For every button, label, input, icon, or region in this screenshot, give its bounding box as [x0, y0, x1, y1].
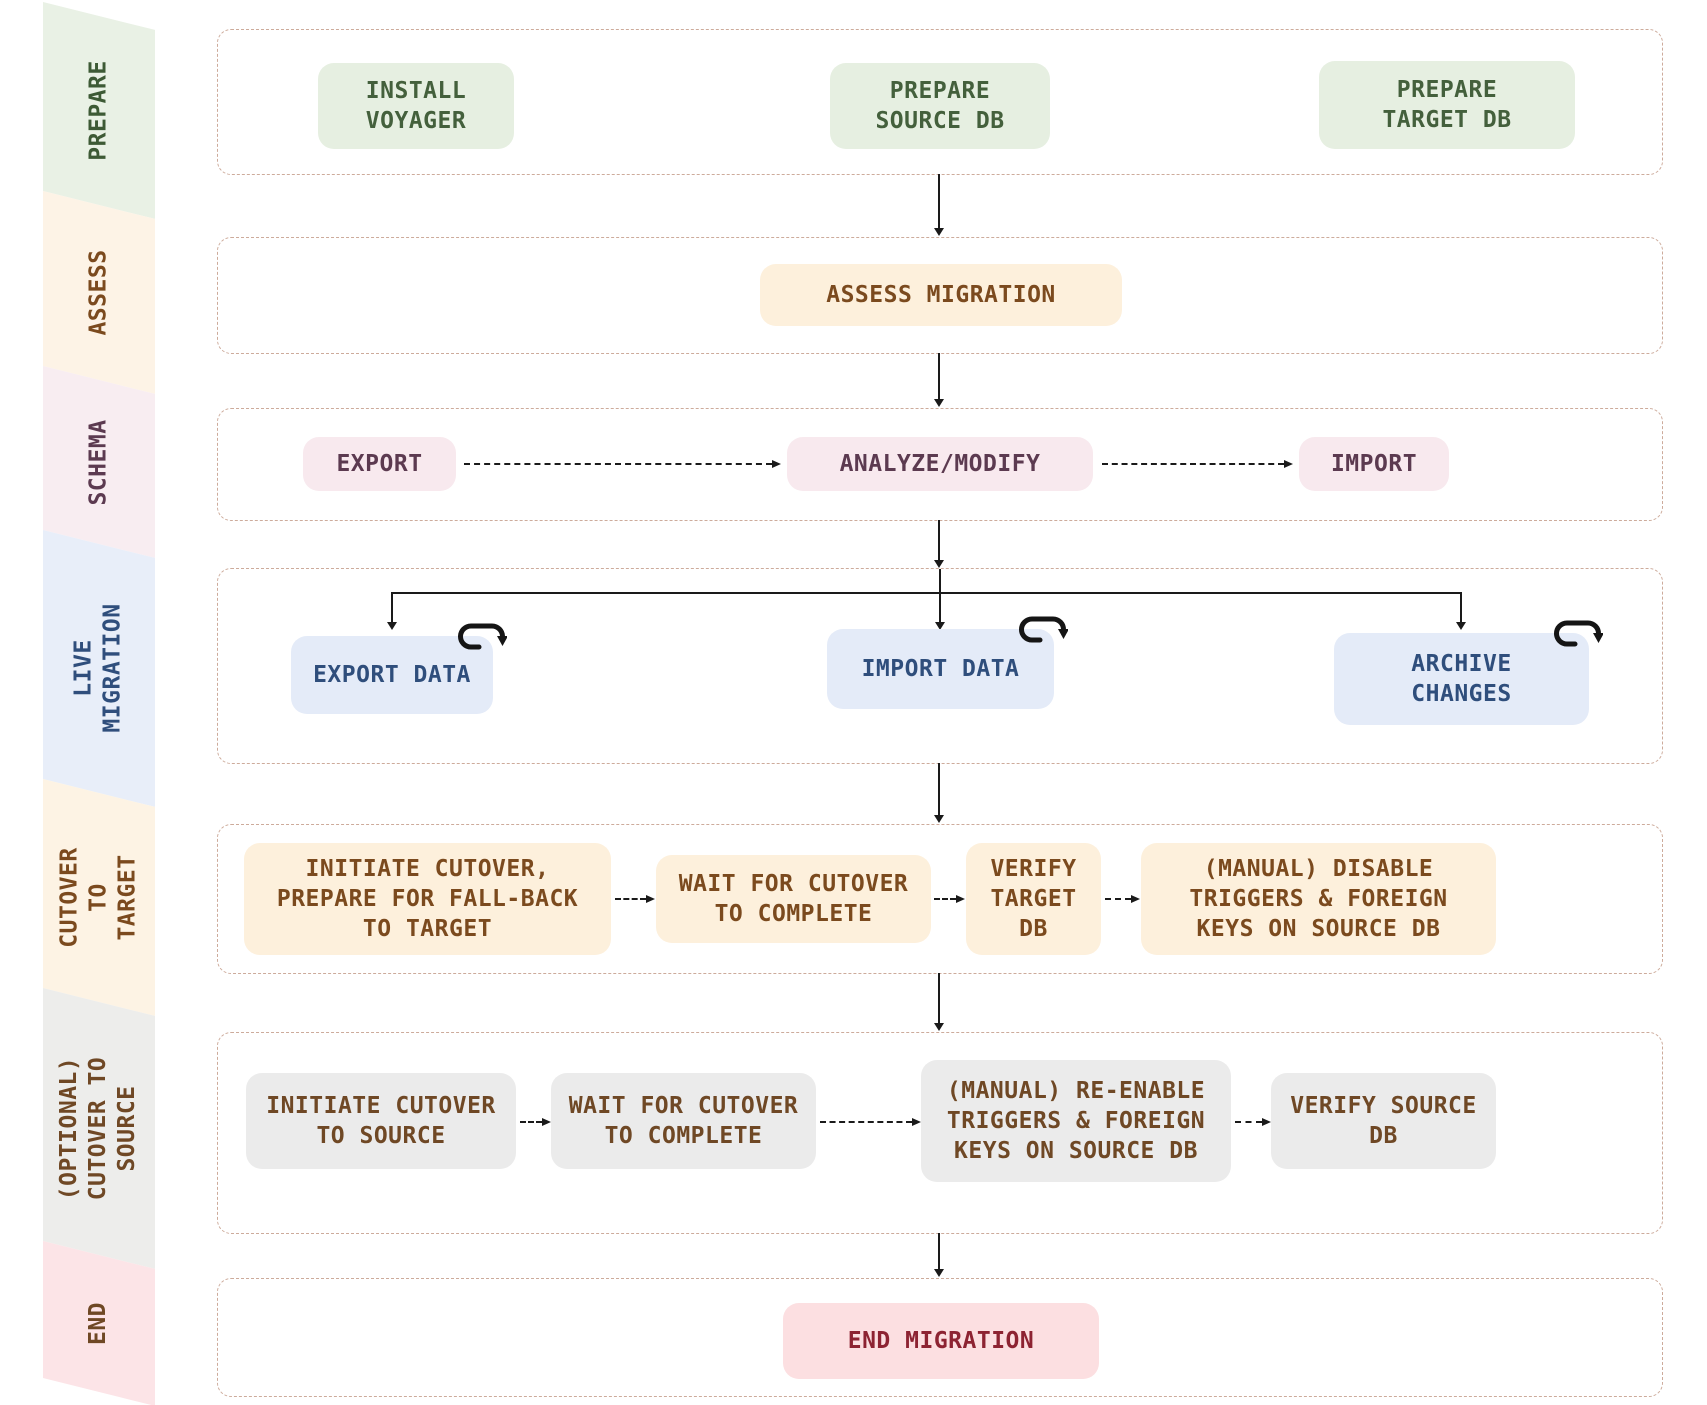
step-import-data: IMPORT DATA [827, 616, 1068, 709]
step-initiate-cutover-source: INITIATE CUTOVER TO SOURCE [246, 1073, 516, 1169]
step-prepare-target-db: PREPARE TARGET DB [1319, 61, 1575, 149]
phase-row-cutover-to-source: INITIATE CUTOVER TO SOURCE WAIT FOR CUTO… [217, 1032, 1663, 1234]
repeat-icon [458, 623, 507, 650]
flow-arrow-schema-to-live [934, 520, 944, 568]
step-archive-changes: ARCHIVE CHANGES [1334, 620, 1603, 725]
step-prepare-source-db: PREPARE SOURCE DB [830, 63, 1050, 149]
step-install-voyager: INSTALL VOYAGER [318, 63, 514, 149]
step-export-data: EXPORT DATA [291, 623, 507, 714]
step-reenable-triggers-source-db: (MANUAL) RE-ENABLE TRIGGERS & FOREIGN KE… [921, 1060, 1231, 1182]
step-end-migration: END MIGRATION [783, 1303, 1099, 1379]
branch-arrow-archive-changes [1456, 592, 1466, 630]
phase-row-cutover-to-target: INITIATE CUTOVER, PREPARE FOR FALL-BACK … [217, 824, 1663, 974]
flow-arrow-assess-to-schema [934, 353, 944, 407]
step-wait-cutover-source: WAIT FOR CUTOVER TO COMPLETE [551, 1073, 816, 1169]
repeat-icon [1554, 620, 1603, 647]
step-wait-cutover-target: WAIT FOR CUTOVER TO COMPLETE [656, 855, 931, 943]
flow-arrow-cutover-target-to-source [934, 973, 944, 1031]
step-analyze-modify-schema: ANALYZE/MODIFY [787, 437, 1093, 491]
phase-row-schema: EXPORT ANALYZE/MODIFY IMPORT [217, 408, 1663, 521]
flow-arrow-prepare-to-assess [934, 174, 944, 236]
flow-arrow-live-to-cutover-target [934, 763, 944, 823]
dashed-arrow-wait-to-reenable [820, 1118, 921, 1126]
branch-stem-line [939, 569, 941, 593]
step-initiate-cutover-target: INITIATE CUTOVER, PREPARE FOR FALL-BACK … [244, 843, 611, 955]
dashed-arrow-initiate-to-wait [615, 895, 655, 903]
phase-row-prepare: INSTALL VOYAGER PREPARE SOURCE DB PREPAR… [217, 29, 1663, 175]
phase-row-end: END MIGRATION [217, 1278, 1663, 1397]
flow-arrow-cutover-source-to-end [934, 1233, 944, 1277]
branch-arrow-export-data [387, 592, 397, 630]
dashed-arrow-wait-to-verify [934, 895, 965, 903]
dashed-arrow-analyze-to-import [1102, 460, 1293, 468]
step-import-schema: IMPORT [1299, 437, 1449, 491]
step-disable-triggers-source-db: (MANUAL) DISABLE TRIGGERS & FOREIGN KEYS… [1141, 843, 1496, 955]
phase-row-assess: ASSESS MIGRATION [217, 237, 1663, 354]
branch-horizontal-line [391, 592, 1461, 594]
step-verify-source-db: VERIFY SOURCE DB [1271, 1073, 1496, 1169]
dashed-arrow-initiate-to-wait-source [520, 1118, 551, 1126]
step-export-schema: EXPORT [303, 437, 456, 491]
branch-arrow-import-data [935, 592, 945, 630]
phase-row-live-migration: EXPORT DATA IMPORT DATA ARCHIVE CHANGES [217, 568, 1663, 764]
repeat-icon [1019, 616, 1068, 643]
step-verify-target-db: VERIFY TARGET DB [966, 843, 1101, 955]
dashed-arrow-reenable-to-verify [1235, 1118, 1271, 1126]
dashed-arrow-export-to-analyze [464, 460, 781, 468]
step-assess-migration: ASSESS MIGRATION [760, 264, 1122, 326]
dashed-arrow-verify-to-disable [1105, 895, 1140, 903]
